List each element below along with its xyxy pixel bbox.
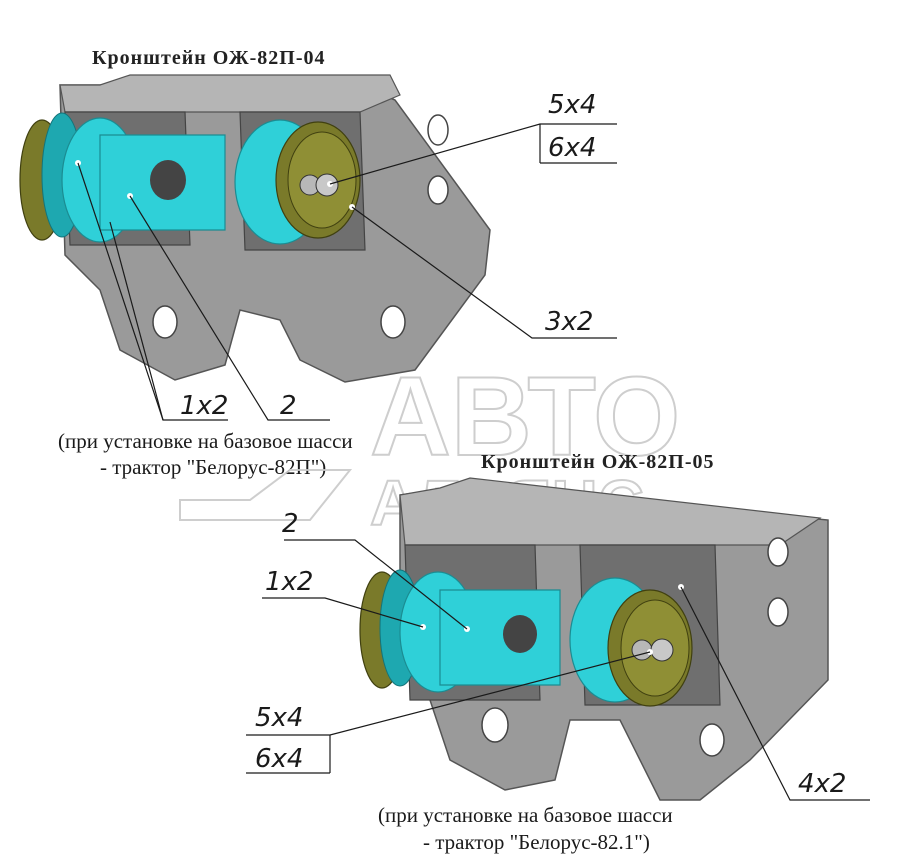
bottom-callout-1x2: 1x2 bbox=[265, 567, 313, 597]
top-callout-3x2: 3x2 bbox=[545, 307, 593, 337]
bottom-assembly-note-line2: - трактор "Белорус-82.1") bbox=[423, 830, 650, 854]
bottom-hole-1 bbox=[767, 537, 789, 567]
top-pin-hole bbox=[150, 160, 186, 200]
top-callout-2: 2 bbox=[280, 391, 297, 421]
bottom-pin-hole bbox=[503, 615, 537, 653]
top-callout-1x2: 1x2 bbox=[180, 391, 228, 421]
bottom-pin bbox=[439, 589, 561, 686]
bottom-bracket-assembly bbox=[359, 477, 829, 801]
top-callout-6x4: 6x4 bbox=[548, 133, 596, 163]
bottom-assembly-title: Кронштейн ОЖ-82П-05 bbox=[481, 451, 715, 473]
top-bracket-assembly bbox=[19, 74, 491, 383]
top-bracket-flange bbox=[59, 74, 401, 113]
watermark-logo-mark bbox=[179, 469, 353, 521]
bottom-callout-2: 2 bbox=[282, 509, 299, 539]
top-assembly-note-line1: (при установке на базовое шасси bbox=[58, 429, 353, 453]
bottom-hole-3 bbox=[481, 707, 509, 743]
top-hole-1 bbox=[427, 114, 449, 146]
top-hole-2 bbox=[427, 175, 449, 205]
top-callout-5x4: 5x4 bbox=[548, 90, 596, 120]
top-callouts: 5x4 6x4 3x2 1x2 2 bbox=[77, 90, 617, 421]
bottom-callout-6x4: 6x4 bbox=[255, 744, 303, 774]
top-hole-4 bbox=[380, 305, 406, 339]
bottom-nut bbox=[650, 638, 674, 662]
top-nut bbox=[315, 173, 339, 197]
watermark-line1: АВТО bbox=[370, 354, 680, 479]
bottom-callout-5x4: 5x4 bbox=[255, 703, 303, 733]
bottom-hole-4 bbox=[699, 723, 725, 757]
top-hole-3 bbox=[152, 305, 178, 339]
bottom-hole-2 bbox=[767, 597, 789, 627]
top-assembly-note-line2: - трактор "Белорус-82П") bbox=[100, 455, 326, 479]
top-assembly-title: Кронштейн ОЖ-82П-04 bbox=[92, 47, 326, 69]
bottom-callouts: 2 1x2 5x4 6x4 4x2 bbox=[246, 509, 870, 801]
bottom-callout-4x2: 4x2 bbox=[798, 769, 846, 799]
bottom-assembly-note-line1: (при установке на базовое шасси bbox=[378, 803, 673, 827]
